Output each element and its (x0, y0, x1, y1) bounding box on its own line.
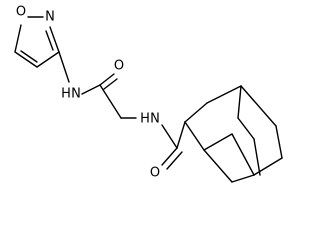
atom-n-ring: N (45, 10, 55, 25)
atom-h-amide1: H (61, 87, 71, 102)
bond-o1-c5 (14, 24, 22, 53)
bond-ad-3 (240, 85, 277, 127)
atom-n-amide1: N (71, 87, 81, 102)
bond-c3-n2 (49, 26, 60, 53)
bond-ad-13 (253, 138, 261, 176)
molecule-structure: O N N H O N H O (14, 5, 283, 183)
bond-ad-12 (237, 117, 255, 140)
atom-labels: O N N H O N H O (16, 5, 160, 181)
atom-o-carbonyl2: O (150, 166, 160, 181)
bond-ad-4 (275, 125, 283, 159)
isoxazole-ring (14, 16, 60, 68)
bond-c-o1-double (103, 78, 118, 90)
atom-h-amide2: H (140, 112, 150, 127)
bond-ad-6 (231, 174, 255, 183)
bond-c-o2 (161, 147, 178, 166)
atom-o-carbonyl1: O (114, 59, 124, 74)
bond-c-o1 (99, 73, 115, 86)
bond-ad-5 (253, 157, 283, 176)
bond-ad-11 (237, 85, 242, 119)
bond-c3-nh1 (58, 51, 70, 83)
atom-n-amide2: N (150, 112, 160, 127)
bond-nh1-c (81, 84, 101, 95)
bond-ad-10 (231, 133, 255, 176)
bond-ad-8 (184, 121, 205, 151)
bond-nh2-c (161, 124, 178, 149)
bond-c5-c4 (14, 51, 38, 68)
linker (58, 51, 186, 170)
bond-ad-9 (203, 133, 233, 151)
atom-o-ring: O (16, 5, 26, 20)
bond-c4-c3 (36, 51, 60, 68)
bond-c-adamantyl (176, 121, 186, 149)
bond-ad-7 (203, 149, 233, 183)
bond-c-ch2 (99, 84, 122, 119)
bond-c3-n2-double (45, 30, 54, 51)
bond-ad-1 (184, 102, 208, 123)
bond-ad-2 (206, 85, 242, 104)
bond-c-o2-double (166, 151, 183, 170)
adamantane-cage (184, 85, 283, 183)
bond-c5-c4-double (20, 50, 38, 63)
